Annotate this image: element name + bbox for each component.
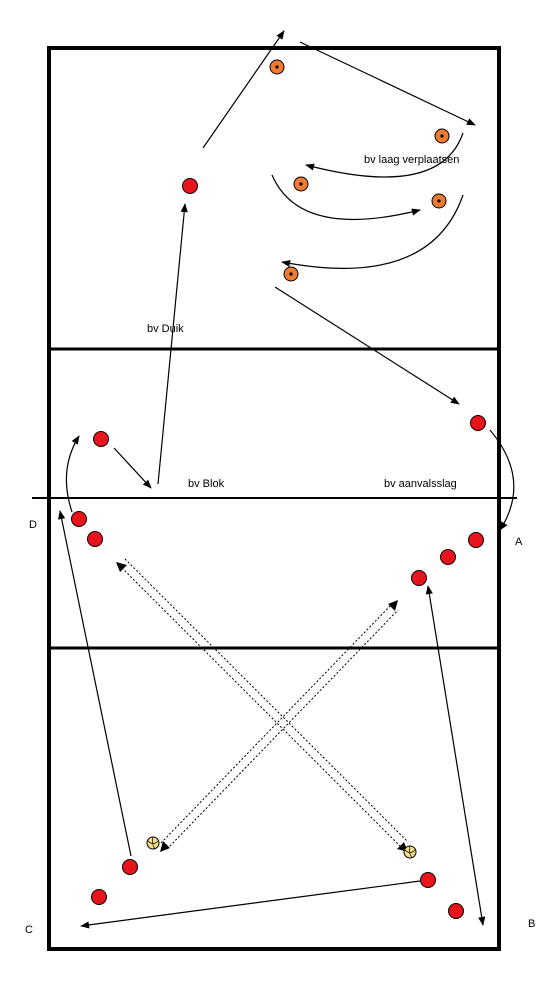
pass-b-head-end bbox=[388, 600, 398, 611]
arc-right-A bbox=[489, 429, 515, 531]
arc-laag-3 bbox=[281, 194, 464, 269]
corner-label-c: C bbox=[25, 924, 33, 936]
opponents bbox=[269, 59, 450, 282]
arrow-top-right bbox=[299, 41, 476, 126]
arrow-blok bbox=[113, 447, 152, 489]
label-aanvalsslag: bv aanvalsslag bbox=[384, 478, 457, 490]
corner-label-d: D bbox=[29, 519, 37, 531]
pass-b-2 bbox=[166, 609, 399, 850]
player-marker bbox=[87, 531, 103, 547]
player-marker bbox=[91, 889, 107, 905]
movement-arrows bbox=[58, 30, 515, 929]
pass-a-2 bbox=[124, 558, 409, 843]
opponent-marker bbox=[293, 176, 309, 192]
players bbox=[71, 178, 486, 919]
pass-b-1 bbox=[160, 603, 393, 844]
opponent-marker bbox=[431, 193, 447, 209]
opponent-marker bbox=[283, 266, 299, 282]
player-marker bbox=[420, 872, 436, 888]
player-marker bbox=[470, 415, 486, 431]
pass-a-head-start bbox=[116, 562, 127, 572]
pass-arrowheads bbox=[116, 562, 408, 852]
player-marker bbox=[440, 549, 456, 565]
pass-a-1 bbox=[118, 564, 403, 849]
arc-left-D bbox=[65, 435, 80, 513]
arrow-B-double bbox=[425, 585, 486, 926]
pass-b-head-start bbox=[160, 841, 170, 852]
corner-label-a: A bbox=[515, 536, 523, 548]
volleyball-icon bbox=[146, 836, 160, 850]
label-laag-verplaatsen: bv laag verplaatsen bbox=[364, 154, 459, 166]
corner-label-b: B bbox=[528, 918, 535, 930]
player-marker bbox=[93, 431, 109, 447]
arrow-to-D bbox=[58, 510, 132, 857]
arrow-to-C bbox=[80, 880, 421, 929]
arrow-duik-up bbox=[202, 30, 285, 149]
opponent-marker bbox=[434, 128, 450, 144]
arrow-duik-long bbox=[157, 203, 188, 485]
volleyball-icon bbox=[403, 845, 417, 859]
player-marker bbox=[411, 570, 427, 586]
player-marker bbox=[182, 178, 198, 194]
label-blok: bv Blok bbox=[188, 478, 225, 490]
player-marker bbox=[468, 532, 484, 548]
player-marker bbox=[122, 859, 138, 875]
player-marker bbox=[71, 511, 87, 527]
pass-arrows bbox=[118, 558, 409, 850]
opponent-marker bbox=[269, 59, 285, 75]
player-marker bbox=[448, 903, 464, 919]
arrow-to-right bbox=[274, 286, 460, 405]
arc-laag-2 bbox=[271, 174, 421, 220]
label-duik: bv Duik bbox=[147, 323, 184, 335]
arc-laag-1 bbox=[305, 132, 464, 178]
